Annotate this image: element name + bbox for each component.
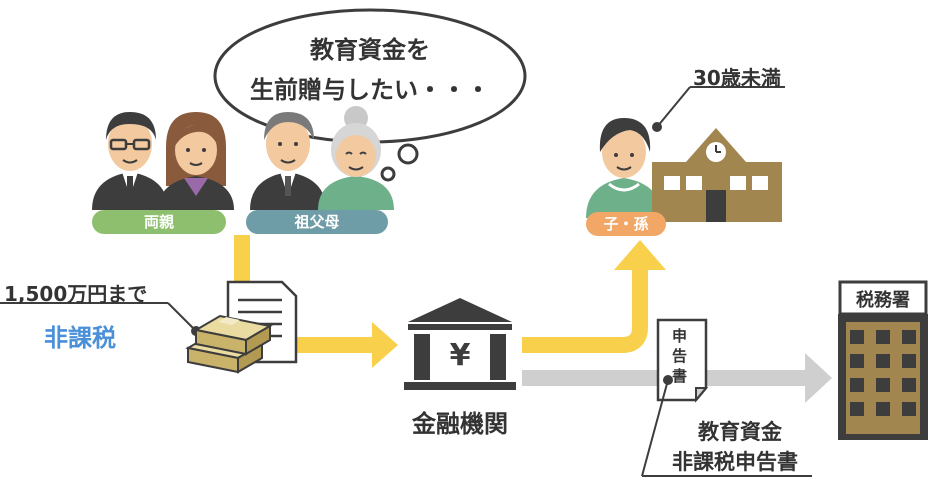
- school-icon: [652, 128, 782, 222]
- age-limit-label: 30歳未満: [693, 66, 781, 90]
- bank-icon: [404, 298, 516, 390]
- tax-office-label: 税務署: [856, 290, 910, 311]
- bank-label: 金融機関: [412, 410, 508, 438]
- speech-line-2: 生前贈与したい・・・: [250, 76, 490, 104]
- thought-bubble: [213, 8, 527, 182]
- form-leader-line: [641, 375, 812, 477]
- grandparents-illustration: [250, 106, 394, 210]
- form-title: 申告書: [672, 327, 688, 385]
- speech-line-1: 教育資金を: [310, 36, 430, 64]
- payout-flow-arrow: [522, 240, 666, 353]
- child-label: 子・孫: [586, 212, 666, 236]
- parents-label: 両親: [92, 210, 226, 234]
- tax-free-label: 非課税: [44, 324, 116, 352]
- money-stack-icon: [185, 314, 273, 374]
- child-illustration: [586, 118, 662, 218]
- form-name-line-1: 教育資金: [698, 420, 782, 444]
- grandparents-label: 祖父母: [246, 210, 388, 234]
- amount-label: 1,500万円まで: [4, 282, 148, 306]
- age-leader-line: [652, 86, 785, 132]
- gift-flow-arrow: [234, 235, 398, 368]
- yen-symbol: ¥: [449, 338, 471, 373]
- tax-office-icon: [838, 280, 928, 440]
- parents-illustration: [92, 112, 234, 210]
- form-name-line-2: 非課税申告書: [672, 450, 798, 474]
